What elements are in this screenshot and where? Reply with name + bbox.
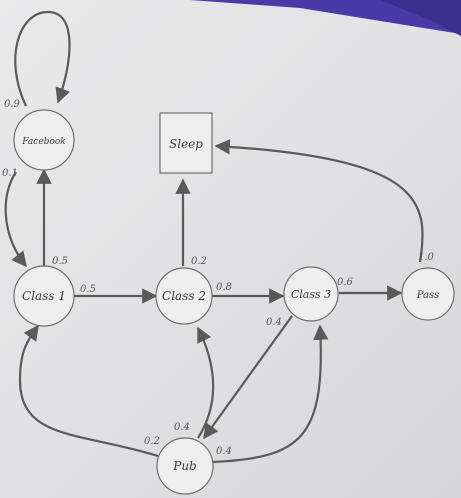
- node-class3-label: Class 3: [291, 288, 331, 301]
- node-class2-shape: [155, 267, 213, 325]
- label-facebook-class1: 0.1: [2, 168, 18, 179]
- node-class2: Class 2: [155, 267, 213, 325]
- node-class1: Class 1: [13, 265, 75, 327]
- edge-facebook-self: [14, 10, 71, 107]
- node-class1-label: Class 1: [22, 289, 66, 303]
- node-pass-label: Pass: [416, 290, 440, 301]
- slide-header-banner: [190, 0, 461, 36]
- banner-band: [190, 0, 461, 34]
- banner-shade: [380, 0, 461, 36]
- node-class2-label: Class 2: [162, 289, 206, 303]
- node-sleep: Sleep: [159, 112, 213, 174]
- node-facebook: Facebook: [13, 109, 75, 171]
- edge-class3-pub: [203, 315, 293, 440]
- node-class3-shape: [283, 266, 339, 322]
- edge-pub-class1: [18, 324, 159, 458]
- node-facebook-label: Facebook: [21, 137, 65, 147]
- label-pub-class2: 0.4: [174, 422, 190, 433]
- edge-pub-class2: [197, 326, 215, 439]
- node-pub-label: Pub: [172, 459, 196, 473]
- node-class1-shape: [13, 265, 75, 327]
- label-class3-pass: 0.6: [337, 277, 354, 288]
- node-pub: Pub: [156, 437, 214, 495]
- label-pub-class3: 0.4: [216, 446, 232, 457]
- node-pass-shape: [401, 267, 455, 321]
- label-class1-facebook: 0.5: [52, 256, 68, 267]
- edge-pub-class3: [211, 324, 329, 464]
- label-class1-class2: 0.5: [80, 284, 96, 295]
- node-class3: Class 3: [283, 266, 339, 322]
- label-class2-sleep: 0.2: [191, 256, 207, 267]
- label-pass-sleep: 1.0: [418, 252, 435, 263]
- node-pass: Pass: [401, 267, 455, 321]
- node-facebook-shape: [13, 109, 75, 171]
- label-class3-pub: 0.4: [266, 317, 282, 328]
- edge-facebook-class1: [4, 171, 27, 268]
- node-sleep-shape: [159, 112, 213, 174]
- label-facebook-self: 0.9: [4, 99, 21, 110]
- node-sleep-label: Sleep: [169, 137, 203, 151]
- edge-pass-sleep: [214, 139, 424, 263]
- node-pub-shape: [156, 437, 214, 495]
- label-pub-class1: 0.2: [144, 436, 160, 447]
- label-class2-class3: 0.8: [216, 282, 232, 293]
